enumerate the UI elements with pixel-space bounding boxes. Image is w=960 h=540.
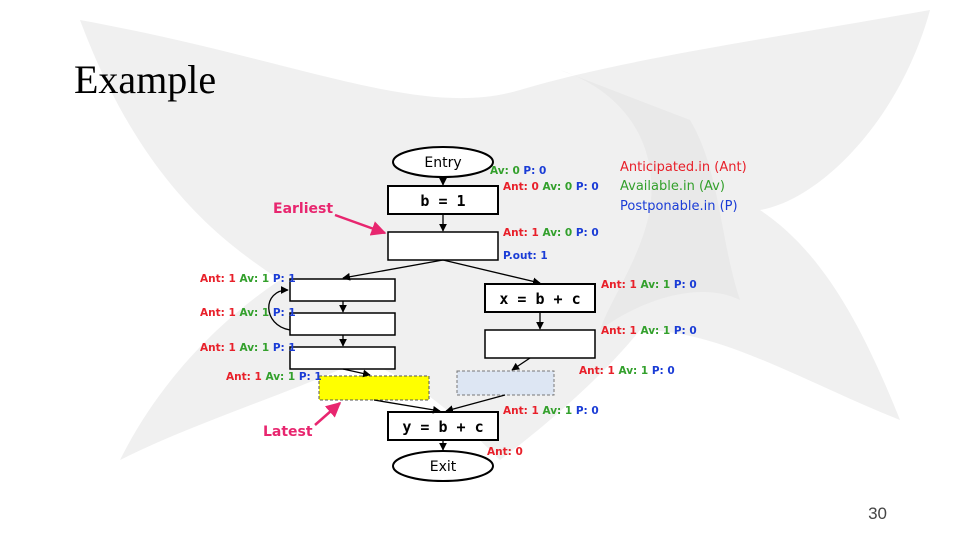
edge-loop [268,286,291,331]
legend: Anticipated.in (Ant) Available.in (Av) P… [620,160,747,214]
empty-block-1 [387,231,499,261]
b-assign-block [387,185,499,215]
exit-node [392,450,494,482]
y-assign-block [387,411,499,441]
annotation-x-in: Ant: 1 Av: 1 P: 0 [601,279,697,291]
exit-label: Exit [430,459,457,475]
edge-right3-y [445,394,506,413]
slide-number: 30 [868,504,887,523]
left-block-2 [289,312,396,336]
latest-block [318,375,430,401]
legend-anticipated: Anticipated.in (Ant) [620,160,747,175]
y-assign-label: y = b + c [402,418,483,436]
annotation-right3-in: Ant: 1 Av: 1 P: 0 [579,365,675,377]
edge-empty-right [442,259,541,286]
annotation-b-in: Ant: 0 Av: 0 P: 0 [503,181,599,193]
x-assign-label: x = b + c [499,290,580,308]
annotation-latest-in: Ant: 1 Av: 1 P: 1 [226,371,322,383]
annotation-y-in: Ant: 1 Av: 1 P: 0 [503,405,599,417]
annotation-left3: Ant: 1 Av: 1 P: 1 [200,342,296,354]
latest-arrow [314,402,342,426]
edges [268,177,544,451]
annotation-exit-in: Ant: 0 [487,446,523,458]
legend-available: Available.in (Av) [620,179,725,194]
latest-label: Latest [263,424,313,440]
annotation-entry-out: Av: 0 P: 0 [490,165,546,177]
b-assign-label: b = 1 [420,192,465,210]
annotation-empty-in: Ant: 1 Av: 0 P: 0 [503,227,599,239]
edge-right2-right3 [511,357,531,371]
edge-latest-y [373,399,441,414]
right-block-2 [484,329,596,359]
earliest-label: Earliest [273,201,333,217]
annotation-left1: Ant: 1 Av: 1 P: 1 [200,273,296,285]
legend-postponable: Postponable.in (P) [620,199,738,214]
annotation-right2-in: Ant: 1 Av: 1 P: 0 [601,325,697,337]
right-block-3 [456,370,555,396]
annotation-empty-pout: P.out: 1 [503,250,548,262]
edge-left3-latest [342,368,371,378]
earliest-arrow [334,213,387,236]
left-block-3 [289,346,396,370]
entry-label: Entry [424,155,461,171]
left-block-1 [289,278,396,302]
slide-title: Example [74,57,217,102]
edge-empty-left [342,259,444,281]
annotation-left2: Ant: 1 Av: 1 P: 1 [200,307,296,319]
